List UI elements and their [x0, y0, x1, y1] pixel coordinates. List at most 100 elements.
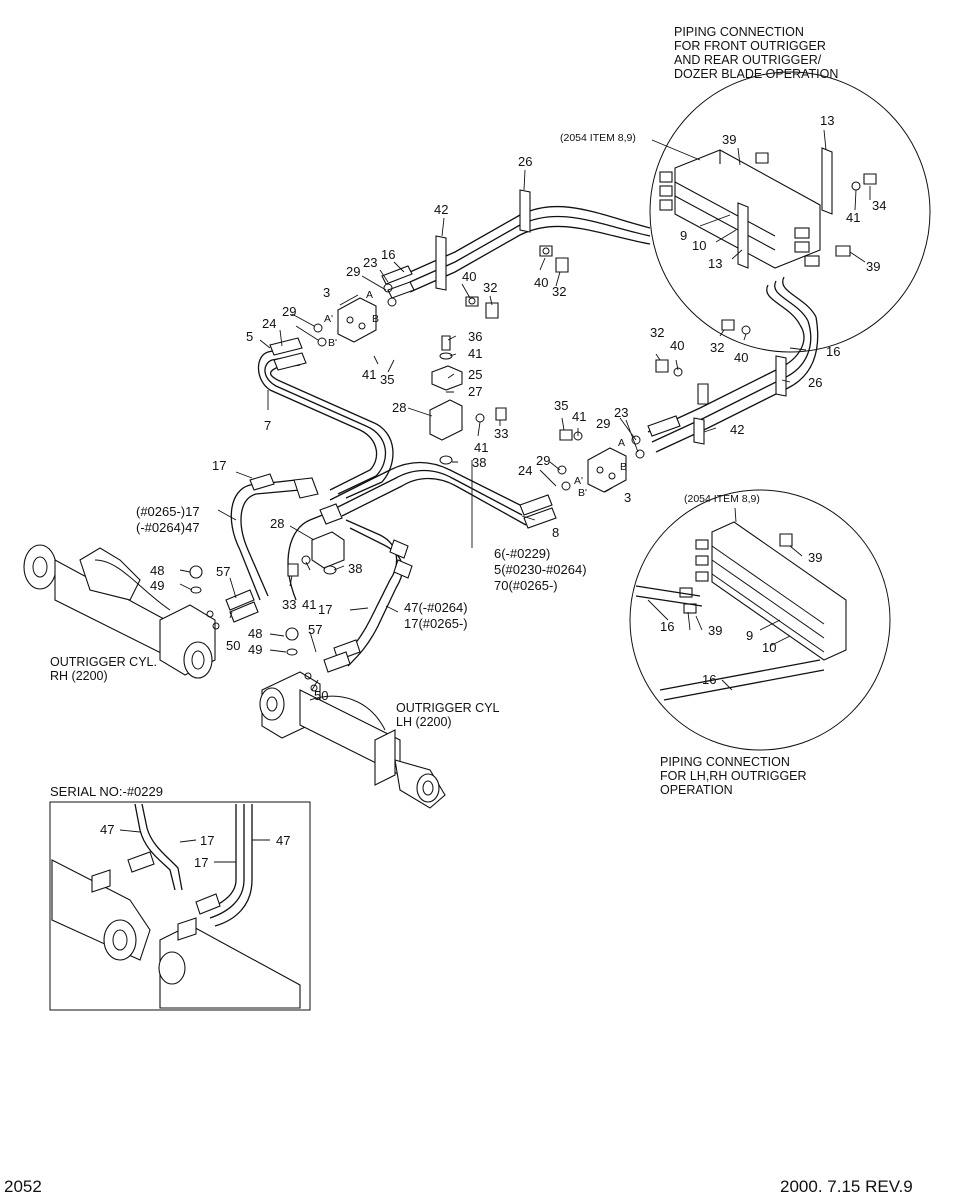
detail-bottom-title-line-3: OPERATION [660, 783, 733, 797]
detail-circle-top [649, 71, 931, 353]
callout-23: 23 [614, 405, 628, 420]
callout-50: 50 [226, 638, 240, 653]
callout-28: 28 [270, 516, 284, 531]
callout-29: 29 [282, 304, 296, 319]
label-70-variant: 70(#0265-) [494, 578, 558, 593]
detail-top-title-line-3: AND REAR OUTRIGGER/ [674, 53, 822, 67]
serial-inset [49, 801, 311, 1011]
callout-5: 5 [246, 329, 253, 344]
callout-34: 34 [872, 198, 886, 213]
callout-26: 26 [518, 154, 532, 169]
callout-40: 40 [734, 350, 748, 365]
callout-48: 48 [248, 626, 262, 641]
page-number: 2052 [4, 1177, 42, 1196]
callout-35: 35 [380, 372, 394, 387]
cylinder-rh-label-2: RH (2200) [50, 669, 108, 683]
callout-41: 41 [572, 409, 586, 424]
cylinder-lh-label-2: LH (2200) [396, 715, 452, 729]
label-47b-variant: 47(-#0264) [404, 600, 468, 615]
cylinder-rh [23, 544, 259, 679]
callout-41: 41 [302, 597, 316, 612]
callout-32: 32 [650, 325, 664, 340]
label-17b-variant: 17(#0265-) [404, 616, 468, 631]
detail-circle-bottom [629, 489, 891, 751]
callout-3: 3 [323, 285, 330, 300]
cylinder-lh [259, 627, 446, 809]
callout-41: 41 [468, 346, 482, 361]
detail-bottom-title-line-1: PIPING CONNECTION [660, 755, 790, 769]
variant-labels: (#0265-)17 (-#0264)47 6(-#0229) 5(#0230-… [136, 504, 587, 631]
main-pipe-runs [230, 189, 819, 673]
callout-47: 47 [276, 833, 290, 848]
port-letters: A A' B B' A A' B B' [324, 289, 627, 499]
callout-35: 35 [554, 398, 568, 413]
callout-27: 27 [468, 384, 482, 399]
callout-41: 41 [846, 210, 860, 225]
callout-10: 10 [762, 640, 776, 655]
port-b: B [372, 313, 379, 325]
callout-8: 8 [552, 525, 559, 540]
callout-40: 40 [534, 275, 548, 290]
callout-32: 32 [552, 284, 566, 299]
callout-33: 33 [494, 426, 508, 441]
detail-top-title-line-2: FOR FRONT OUTRIGGER [674, 39, 826, 53]
callout-17: 17 [212, 458, 226, 473]
callout-24: 24 [518, 463, 532, 478]
callout-32: 32 [483, 280, 497, 295]
callout-9: 9 [746, 628, 753, 643]
serial-inset-text: SERIAL NO:-#0229 47 17 17 47 [50, 784, 290, 870]
callout-41: 41 [362, 367, 376, 382]
cylinder-rh-label-1: OUTRIGGER CYL. [50, 655, 157, 669]
callout-42: 42 [730, 422, 744, 437]
callout-13: 13 [820, 113, 834, 128]
callout-25: 25 [468, 367, 482, 382]
callout-47: 47 [100, 822, 114, 837]
callout-42: 42 [434, 202, 448, 217]
label-6-variant: 6(-#0229) [494, 546, 550, 561]
callout-39: 39 [708, 623, 722, 638]
leader-lines [179, 169, 807, 691]
callout-32: 32 [710, 340, 724, 355]
callout-28: 28 [392, 400, 406, 415]
callout-39: 39 [808, 550, 822, 565]
callout-10: 10 [692, 238, 706, 253]
callout-16: 16 [660, 619, 674, 634]
callout-9: 9 [680, 228, 687, 243]
callout-29: 29 [596, 416, 610, 431]
detail-top-title-line-1: PIPING CONNECTION [674, 25, 804, 39]
callout-50: 50 [314, 688, 328, 703]
callout-16: 16 [381, 247, 395, 262]
callout-41: 41 [474, 440, 488, 455]
callout-24: 24 [262, 316, 276, 331]
callout-57: 57 [308, 622, 322, 637]
port-b: B [620, 461, 627, 473]
callout-57: 57 [216, 564, 230, 579]
port-b-prime: B' [578, 487, 587, 499]
revision-date: 2000. 7.15 REV.9 [780, 1177, 913, 1196]
callout-48: 48 [150, 563, 164, 578]
label-47-variant: (-#0264)47 [136, 520, 200, 535]
callout-23: 23 [363, 255, 377, 270]
callout-13: 13 [708, 256, 722, 271]
callout-29: 29 [346, 264, 360, 279]
callout-40: 40 [462, 269, 476, 284]
callout-36: 36 [468, 329, 482, 344]
port-a: A [618, 437, 625, 449]
detail-top-title-line-4: DOZER BLADE OPERATION [674, 67, 838, 81]
port-a-prime: A' [324, 313, 333, 325]
footer: 2052 2000. 7.15 REV.9 [4, 1177, 913, 1196]
cylinder-lh-label-1: OUTRIGGER CYL [396, 701, 500, 715]
callout-7: 7 [264, 418, 271, 433]
callout-33: 33 [282, 597, 296, 612]
callout-38: 38 [472, 455, 486, 470]
callout-39: 39 [866, 259, 880, 274]
callout-49: 49 [248, 642, 262, 657]
detail-top-ref: (2054 ITEM 8,9) [560, 132, 636, 144]
callout-16: 16 [826, 344, 840, 359]
label-17-variant: (#0265-)17 [136, 504, 200, 519]
callout-3: 3 [624, 490, 631, 505]
callout-17: 17 [318, 602, 332, 617]
callout-29: 29 [536, 453, 550, 468]
serial-inset-title: SERIAL NO:-#0229 [50, 784, 163, 799]
port-b-prime: B' [328, 337, 337, 349]
